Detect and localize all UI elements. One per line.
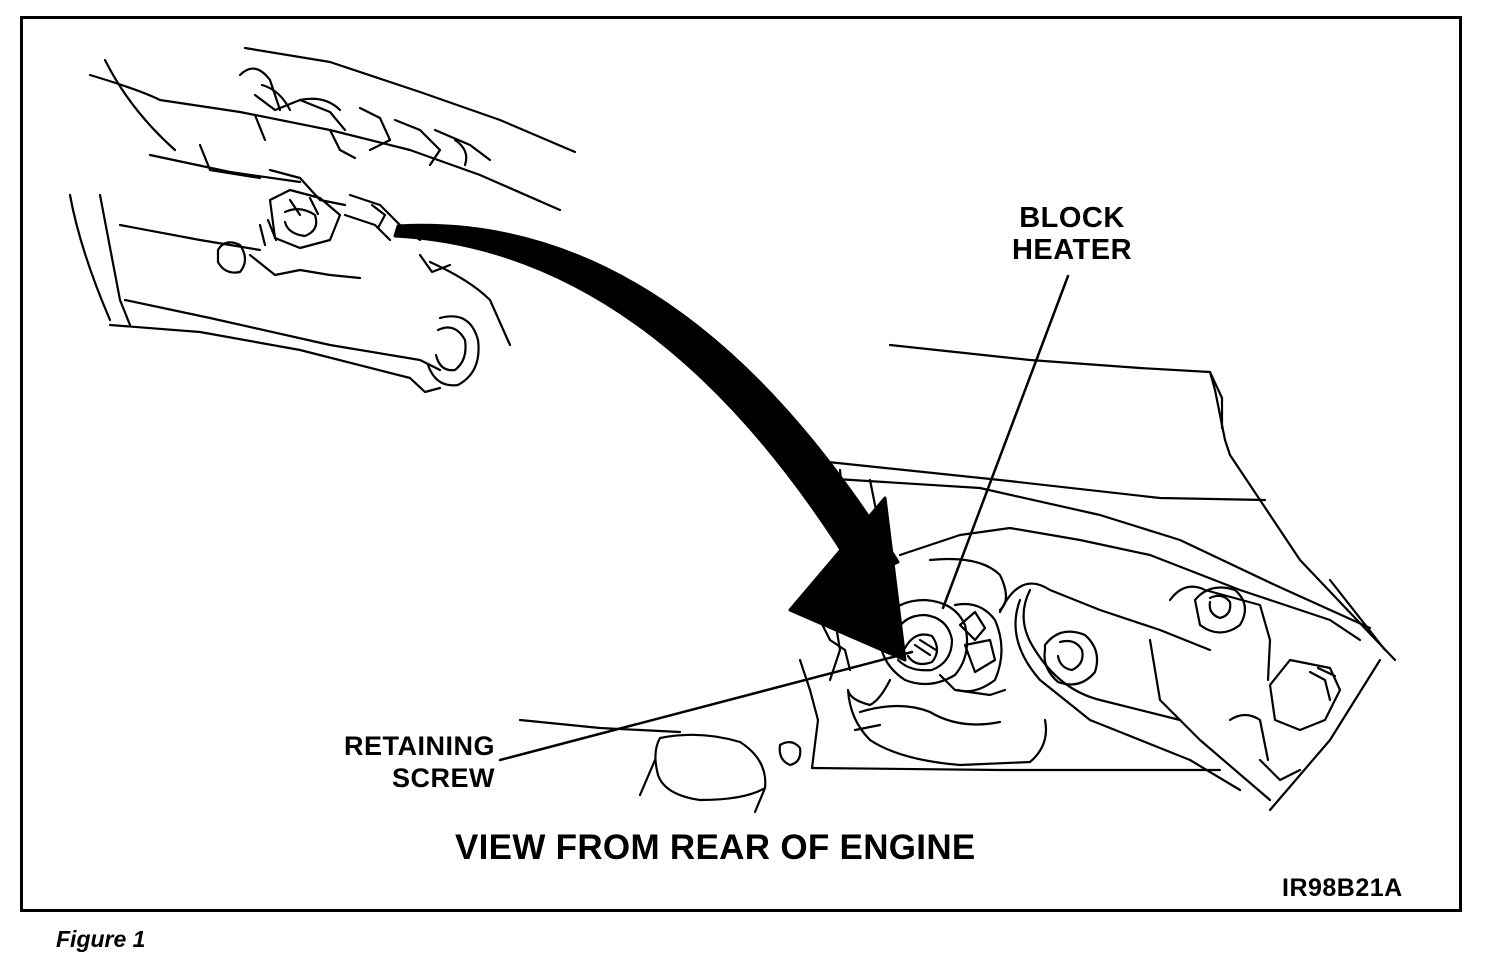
block-heater-leader (941, 274, 1070, 610)
block-heater-label-line1: BLOCK (1019, 202, 1125, 234)
retaining-screw-label-line2: SCREW (392, 763, 495, 793)
retaining-screw-label-line1: RETAINING (344, 731, 495, 761)
retaining-screw-label: RETAINING SCREW (305, 730, 495, 794)
block-heater-label-line2: HEATER (1011, 234, 1133, 266)
rear-engine-detail (518, 343, 1397, 814)
figure-frame (20, 16, 1462, 912)
view-caption: VIEW FROM REAR OF ENGINE (455, 828, 976, 867)
figure-caption: Figure 1 (56, 926, 146, 952)
figure-id: IR98B21A (1282, 874, 1403, 902)
retaining-screw-leader (498, 650, 914, 762)
block-heater-label: BLOCK HEATER (1000, 202, 1144, 266)
engine-overview-sketch (68, 46, 577, 394)
location-arrow (393, 223, 907, 662)
